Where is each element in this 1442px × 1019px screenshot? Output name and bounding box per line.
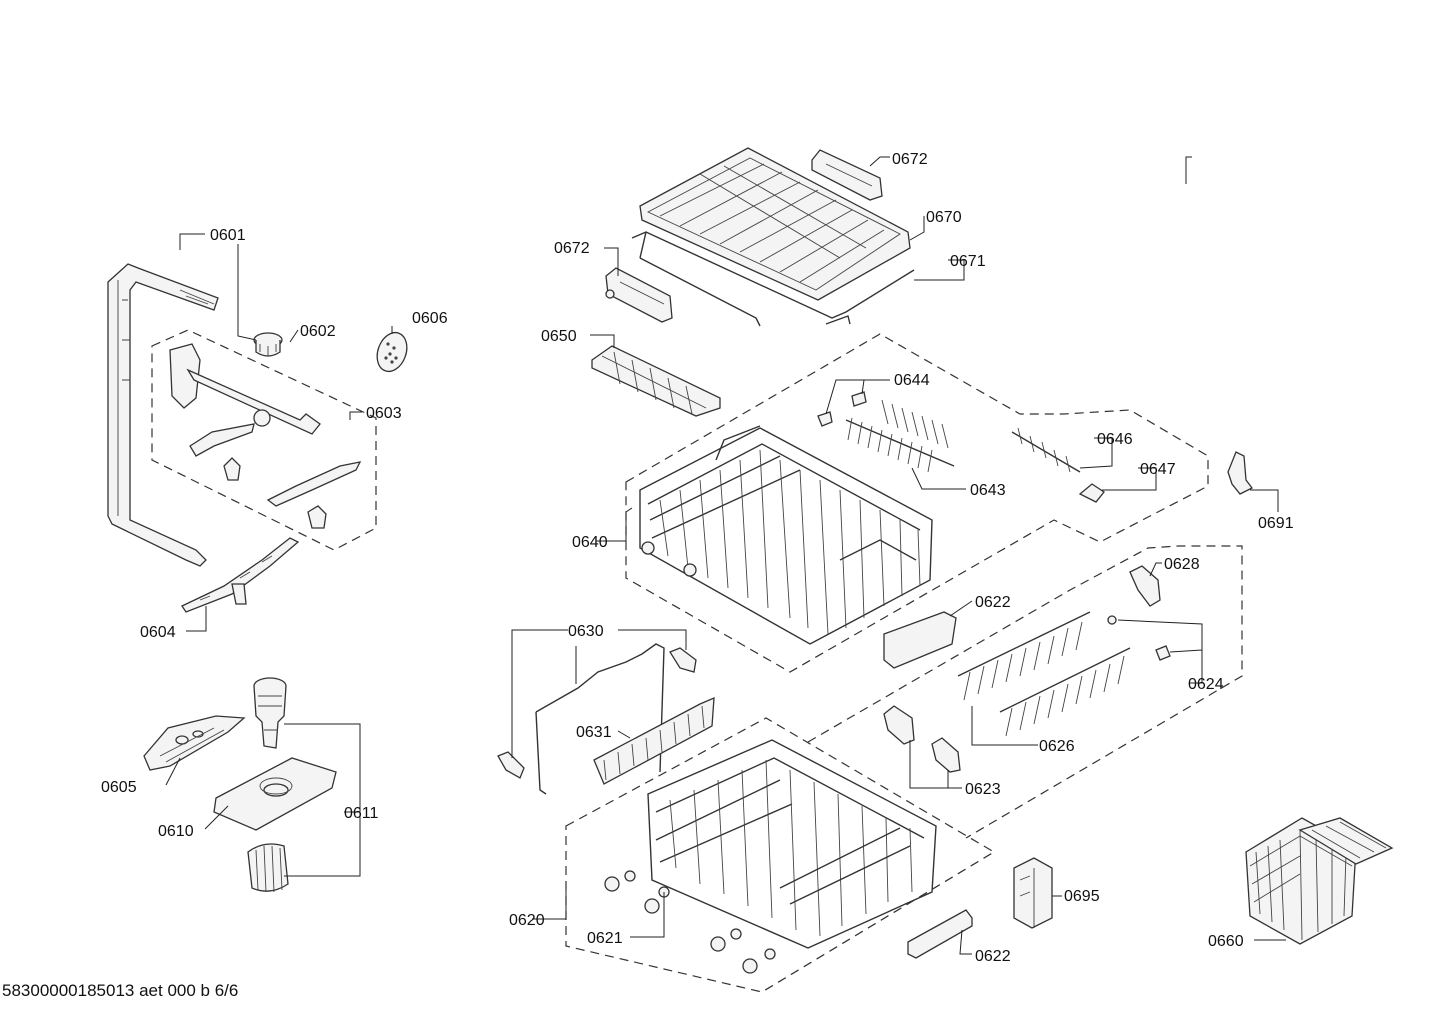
part-0620-lower-basket[interactable] — [647, 739, 937, 949]
label-0620: 0620 — [509, 912, 545, 929]
label-0640: 0640 — [572, 534, 608, 551]
label-0643: 0643 — [970, 482, 1006, 499]
leader-lines — [165, 156, 1286, 955]
part-0650-cup-shelf[interactable] — [591, 345, 721, 417]
label-0671: 0671 — [950, 253, 986, 270]
label-0624: 0624 — [1188, 676, 1224, 693]
label-0650: 0650 — [541, 328, 577, 345]
label-0611: 0611 — [344, 805, 379, 822]
label-0630: 0630 — [568, 623, 604, 640]
part-0691-side-lever[interactable] — [1227, 451, 1253, 495]
label-0604: 0604 — [140, 624, 176, 641]
label-0660: 0660 — [1208, 933, 1244, 950]
part-0646-tine-row[interactable] — [1011, 427, 1081, 473]
part-0623-rack-holders[interactable] — [883, 705, 961, 773]
part-0622-basket-handle-upper[interactable] — [883, 611, 957, 669]
label-0601: 0601 — [210, 227, 246, 244]
assembly-0624-outline — [807, 545, 1243, 839]
part-0624-small-clips[interactable] — [1107, 615, 1171, 661]
label-0623: 0623 — [965, 781, 1001, 798]
label-0631: 0631 — [576, 724, 612, 741]
part-0605-flat-filter[interactable] — [143, 715, 246, 771]
label-0672-top: 0672 — [892, 151, 928, 168]
label-0628: 0628 — [1164, 556, 1200, 573]
label-0605: 0605 — [101, 779, 137, 796]
label-0626: 0626 — [1039, 738, 1075, 755]
part-0626-tine-rows[interactable] — [957, 611, 1131, 737]
label-0695: 0695 — [1064, 888, 1100, 905]
label-0670: 0670 — [926, 209, 962, 226]
part-0631-tine-insert[interactable] — [593, 696, 715, 785]
label-0672-left: 0672 — [554, 240, 590, 257]
label-0622-upper: 0622 — [975, 594, 1011, 611]
label-0622-lower: 0622 — [975, 948, 1011, 965]
part-0621-wheels[interactable] — [604, 870, 776, 974]
label-0691: 0691 — [1258, 515, 1294, 532]
part-0695-detergent-box[interactable] — [1013, 857, 1053, 929]
part-0647-hinge[interactable] — [1078, 483, 1105, 503]
part-0643-folding-tines[interactable] — [845, 399, 955, 473]
label-0621: 0621 — [587, 930, 623, 947]
part-0628-rack-clip[interactable] — [1129, 565, 1161, 607]
part-0672-drawer-clip-left[interactable] — [605, 267, 673, 323]
label-0606: 0606 — [412, 310, 448, 327]
part-labels: 0601 0602 0606 0603 0604 0605 0610 0611 … — [101, 151, 1294, 965]
part-0630-rod-guide[interactable] — [497, 643, 697, 795]
assembly-0603-upper-spray-group[interactable] — [151, 329, 377, 551]
part-0610-filter-plate[interactable] — [213, 757, 337, 831]
part-0671-drawer-rail-frame[interactable] — [631, 231, 915, 327]
part-0644-clip[interactable] — [817, 391, 867, 427]
label-0603: 0603 — [366, 405, 402, 422]
part-0670-cutlery-drawer[interactable] — [639, 147, 911, 301]
part-0604-lower-spray-arm[interactable] — [181, 537, 300, 613]
label-0647: 0647 — [1140, 461, 1176, 478]
part-0611-cylinder-filter[interactable] — [247, 677, 289, 893]
part-0672-drawer-clip-right[interactable] — [811, 149, 883, 201]
assembly-0640-outline — [625, 333, 1209, 673]
drawing-reference-footer: 58300000185013 aet 000 b 6/6 — [2, 981, 239, 1000]
label-0610: 0610 — [158, 823, 194, 840]
part-0622-basket-handle-lower[interactable] — [907, 909, 973, 959]
part-0601-supply-pipe[interactable] — [107, 263, 219, 567]
part-0640-upper-basket[interactable] — [639, 425, 933, 645]
label-0602: 0602 — [300, 323, 336, 340]
part-0660-cutlery-basket[interactable] — [1245, 817, 1394, 945]
label-0646: 0646 — [1097, 431, 1133, 448]
label-0644: 0644 — [894, 372, 930, 389]
part-0606-filter-disc[interactable] — [372, 328, 412, 375]
part-0602-nut[interactable] — [253, 332, 283, 357]
